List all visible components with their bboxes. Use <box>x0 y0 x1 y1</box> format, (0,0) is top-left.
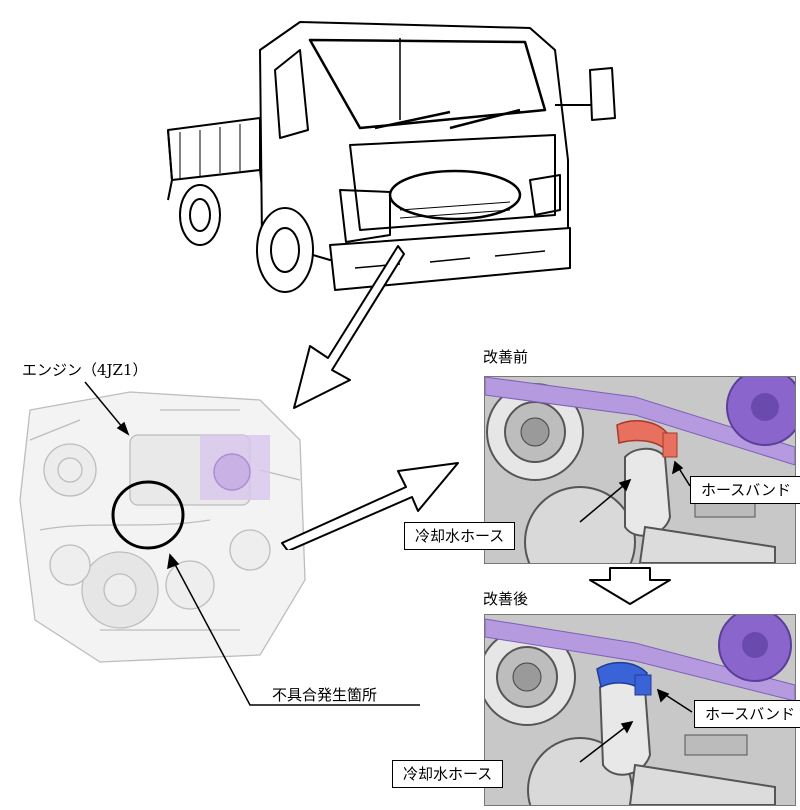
defect-circle <box>111 480 185 550</box>
down-arrow <box>589 567 671 605</box>
hose-band-after-label: ホースバンド <box>694 700 800 728</box>
before-label: 改善前 <box>483 348 529 366</box>
after-leaders <box>579 688 693 763</box>
truck-illustration <box>167 21 616 293</box>
after-label: 改善後 <box>483 590 529 608</box>
arrow-truck-to-engine <box>293 245 405 409</box>
engine-label: エンジン（4JZ1） <box>22 361 148 379</box>
defect-location-label: 不具合発生箇所 <box>272 686 378 704</box>
before-leaders <box>579 460 691 523</box>
coolant-hose-after-label: 冷却水ホース <box>392 760 504 788</box>
engine-illustration <box>19 391 306 663</box>
engine-leaders <box>84 381 420 706</box>
hose-band-before-label: ホースバンド <box>690 476 800 504</box>
arrow-engine-to-photos <box>281 462 459 550</box>
coolant-hose-before-label: 冷却水ホース <box>404 522 516 550</box>
before-photo <box>484 376 796 564</box>
